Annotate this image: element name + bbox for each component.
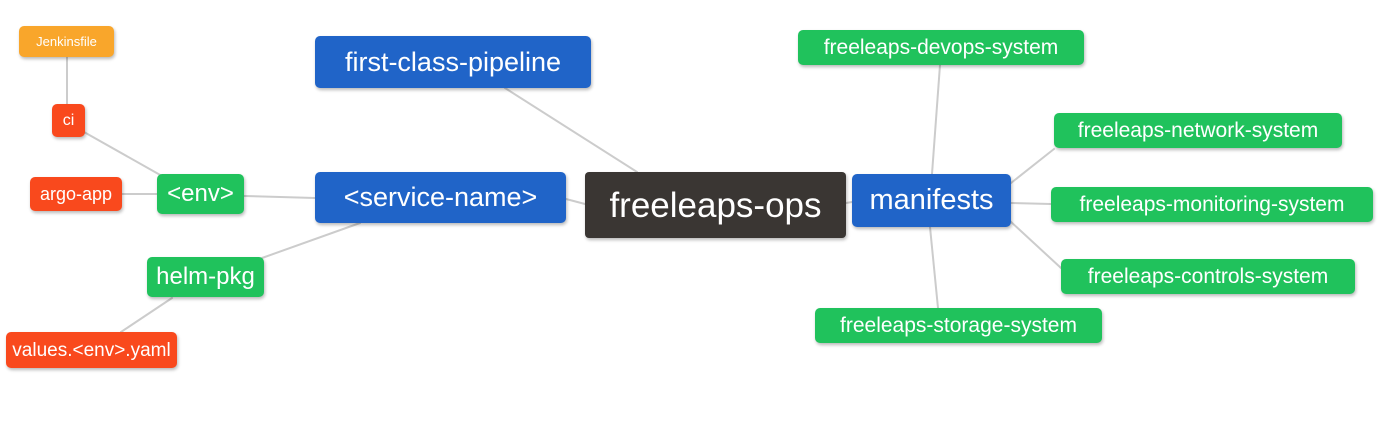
node-manifests[interactable]: manifests [852,174,1011,227]
node-values-env-yaml[interactable]: values.<env>.yaml [6,332,177,368]
node-freeleaps-controls-system[interactable]: freeleaps-controls-system [1061,259,1355,294]
edge-values-helm-pkg [120,297,173,333]
node-freeleaps-ops-root[interactable]: freeleaps-ops [585,172,846,238]
node-argo-app[interactable]: argo-app [30,177,122,211]
node-freeleaps-devops-system[interactable]: freeleaps-devops-system [798,30,1084,65]
node-helm-pkg[interactable]: helm-pkg [147,257,264,297]
edge-env-service-name [243,195,316,199]
edge-manifests-network [1010,148,1055,184]
edge-pipeline-root [504,87,638,173]
node-env[interactable]: <env> [157,174,244,214]
edge-manifests-storage [929,226,939,309]
node-ci[interactable]: ci [52,104,85,137]
node-service-name[interactable]: <service-name> [315,172,566,223]
node-freeleaps-storage-system[interactable]: freeleaps-storage-system [815,308,1102,343]
edge-ci-env [83,131,163,177]
edge-manifests-devops [931,64,941,175]
edge-manifests-controls [1009,220,1062,269]
edge-manifests-monitoring [1010,202,1052,205]
node-jenkinsfile[interactable]: Jenkinsfile [19,26,114,57]
edge-root-manifests [845,201,853,204]
node-first-class-pipeline[interactable]: first-class-pipeline [315,36,591,88]
edge-service-name-root [565,198,586,205]
node-freeleaps-network-system[interactable]: freeleaps-network-system [1054,113,1342,148]
edge-helm-pkg-service-name [261,222,361,259]
node-freeleaps-monitoring-system[interactable]: freeleaps-monitoring-system [1051,187,1373,222]
